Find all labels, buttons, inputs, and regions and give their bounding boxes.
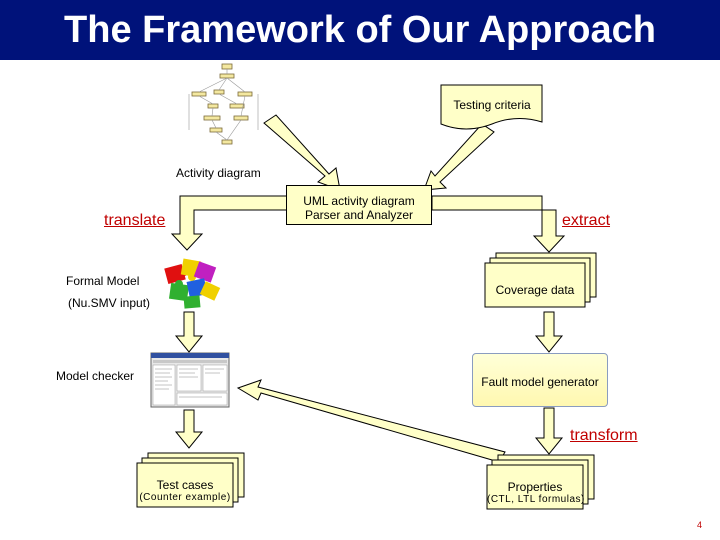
arrow-coverage-to-generator <box>534 311 564 353</box>
transform-label: transform <box>570 427 638 444</box>
analyzer-label-line1: UML activity diagram <box>303 194 415 208</box>
fault-model-generator-box: Fault model generator <box>472 353 608 407</box>
page-number: 4 <box>696 520 702 530</box>
formal-model-label: Formal Model <box>66 274 140 288</box>
puzzle-pieces-icon <box>164 258 221 309</box>
testing-criteria-document <box>440 84 543 130</box>
activity-diagram-thumbnail-icon <box>188 63 259 145</box>
arrow-analyzer-right <box>431 195 566 253</box>
properties-label: Properties <box>507 480 563 494</box>
extract-label: extract <box>562 212 611 229</box>
arrow-formal-to-checker <box>174 311 204 353</box>
test-cases-stack <box>136 452 245 508</box>
coverage-data-stack <box>484 252 597 308</box>
model-checker-screenshot-icon <box>150 352 230 408</box>
arrow-analyzer-left <box>170 195 291 251</box>
arrow-criteria-to-analyzer <box>423 123 495 191</box>
nusmv-input-label: (Nu.SMV input) <box>68 296 151 310</box>
model-checker-label: Model checker <box>56 369 135 383</box>
arrow-activity-to-analyzer <box>263 114 341 191</box>
arrow-properties-to-checker <box>236 379 506 463</box>
activity-diagram-label: Activity diagram <box>176 166 261 180</box>
fault-model-generator-label: Fault model generator <box>481 375 599 389</box>
analyzer-box: UML activity diagram Parser and Analyzer <box>286 185 432 225</box>
coverage-data-label: Coverage data <box>495 283 575 297</box>
page-title: The Framework of Our Approach <box>64 9 656 51</box>
arrow-checker-to-testcases <box>174 409 204 449</box>
arrow-generator-to-properties <box>534 407 564 455</box>
title-bar <box>0 0 720 60</box>
counter-example-label: (Counter example) <box>139 492 231 503</box>
ctl-ltl-label: (CTL, LTL formulas) <box>487 494 585 505</box>
properties-stack <box>486 454 595 510</box>
analyzer-label-line2: Parser and Analyzer <box>304 208 414 222</box>
testing-criteria-label: Testing criteria <box>453 98 531 112</box>
translate-label: translate <box>104 212 166 229</box>
test-cases-label: Test cases <box>156 478 214 492</box>
